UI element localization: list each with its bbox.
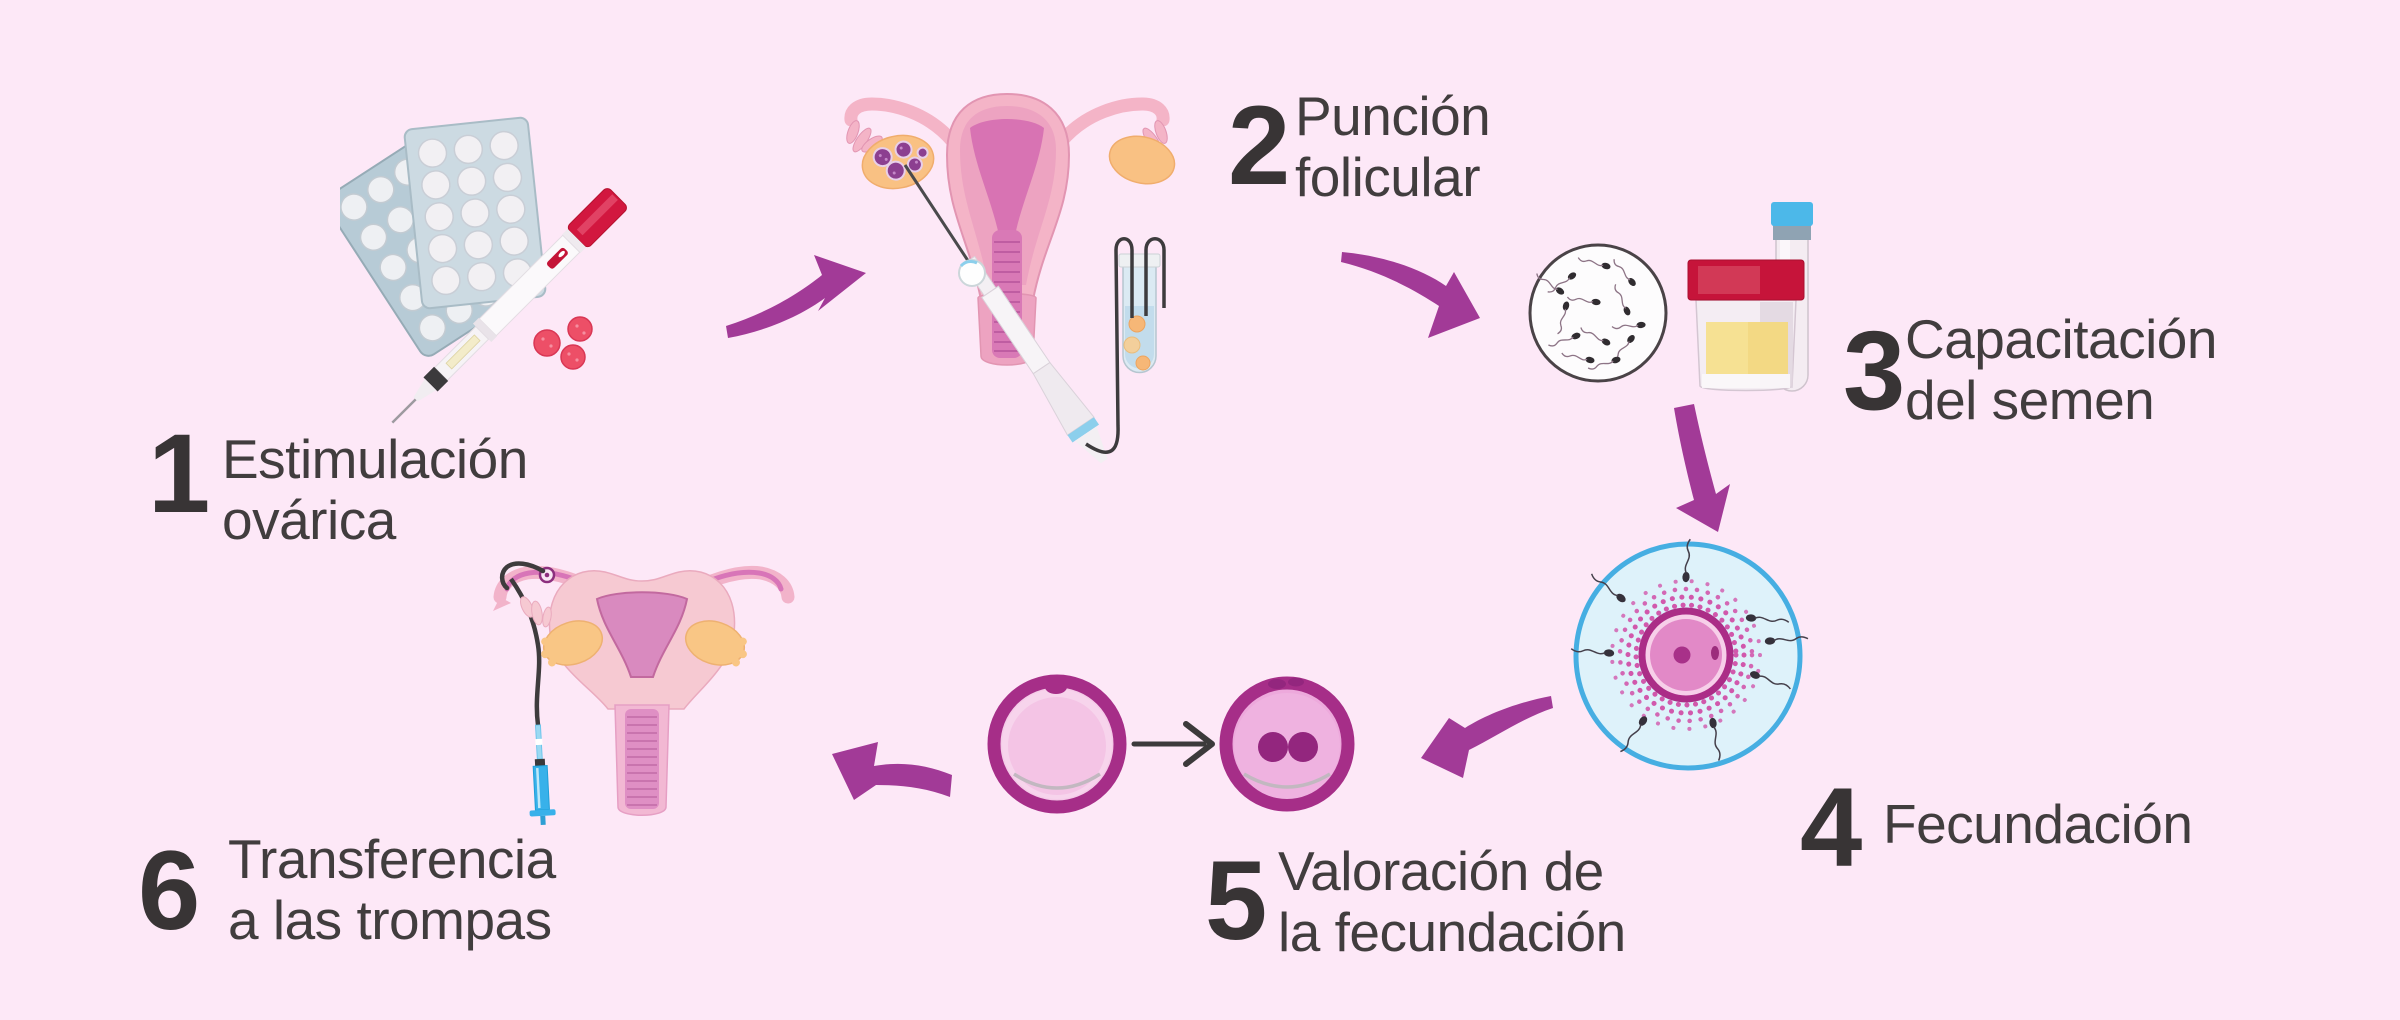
tubal-embryo-transfer-icon [493,561,795,825]
collection-test-tube [1118,253,1161,374]
sperm-cells [1536,257,1646,370]
oocyte [987,674,1127,814]
corona-radiata-dots [1610,579,1762,731]
left-ovary [541,620,604,667]
arrow-step2-to-step3-icon [1341,252,1480,338]
catheter-tip [499,561,546,591]
step-1-number: 1 [148,411,210,536]
step-6-line1: Transferencia [228,828,556,890]
step-2-number: 2 [1228,83,1290,208]
pink-fimbriae [520,596,552,628]
step-1-line2: ovárica [222,489,396,551]
loose-pills [533,316,593,370]
sperm-sample-capacitation-icon [1528,202,1813,392]
balloon-highlight [959,259,978,268]
uterus-follicle-puncture-icon [844,92,1176,464]
cervix-vagina [614,704,670,816]
left-ovary-with-follicles [861,134,935,190]
step-4-line1: Fecundación [1883,793,2193,855]
step-3-number: 3 [1843,308,1905,433]
fallopian-tubes [844,97,1170,149]
transfer-syringe [529,724,556,825]
blister-pack-front [403,116,547,310]
step-5-number: 5 [1205,838,1267,963]
step-5-line1: Valoración de [1278,840,1604,902]
aspiration-tubing [1085,237,1166,454]
egg-fertilization-icon [1570,538,1809,771]
step-5-line2: la fecundación [1278,901,1626,963]
step-6-line2: a las trompas [228,889,552,951]
step-4-number: 4 [1800,765,1862,890]
uterine-cavity [595,591,689,678]
step-2-line1: Punción [1295,85,1491,147]
uterine-cavity [970,119,1044,235]
egg-nucleus [1673,646,1691,664]
arrow-step1-to-step2-icon [726,255,866,338]
step-3-line2: del semen [1905,369,2155,431]
step-6-number: 6 [138,828,200,953]
sample-cup [1687,259,1805,392]
zygote-two-pronuclei [1219,676,1355,812]
arrow-step4-to-step5-icon [1421,696,1553,778]
injection-pen [391,188,627,424]
medication-blisters-injection-pen-icon [340,116,627,424]
step-1-line1: Estimulación [222,428,528,490]
step-2-line2: folicular [1295,146,1481,208]
progress-arrow-icon [1131,721,1215,767]
arrow-step5-to-step6-icon [832,742,952,800]
surrounding-sperm [1570,538,1809,761]
step-3-line1: Capacitación [1905,308,2217,370]
right-ovary [1108,135,1176,185]
right-ovary [684,620,747,667]
polar-body [1711,646,1719,660]
oocyte-to-zygote-icon [987,674,1355,814]
arrow-step3-to-step4-icon [1674,404,1730,532]
